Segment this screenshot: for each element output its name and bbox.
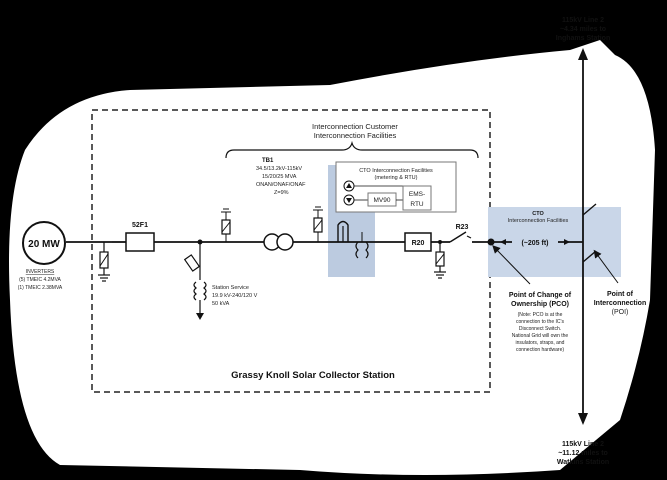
station-service-line1: 19.9 kV-240/120 V bbox=[212, 293, 258, 299]
poi-line3: (POI) bbox=[612, 309, 629, 316]
cto-distance: (~205 ft) bbox=[521, 240, 548, 247]
inverters-line1: (5) TMEIC 4.2MVA bbox=[19, 277, 61, 283]
mv90-box bbox=[367, 192, 397, 207]
distance-arrow-left-icon bbox=[500, 239, 506, 245]
disconnect-switch-r23 bbox=[449, 231, 472, 243]
recloser-r20 bbox=[404, 232, 432, 252]
top-line-station: Inghams Station bbox=[556, 35, 610, 42]
bottom-line-distance: ~11.12 miles to bbox=[558, 450, 608, 457]
pco-note5: insulators, straps, and bbox=[516, 340, 565, 346]
transformer-line2: 15/20/25 MVA bbox=[262, 174, 297, 180]
breaker-label: 52F1 bbox=[132, 222, 148, 229]
surge-arrester-3 bbox=[313, 206, 323, 242]
ic-facilities-line1: Interconnection Customer bbox=[312, 122, 398, 131]
pco-note6: connection hardware) bbox=[516, 347, 564, 353]
pco-note2: connection to the IC's bbox=[516, 319, 564, 325]
switch-label: R23 bbox=[456, 224, 469, 231]
top-line-title: 115kV Line 2 bbox=[562, 17, 604, 24]
ems-rtu-line2: RTU bbox=[410, 201, 424, 208]
arrow-up-icon bbox=[578, 48, 588, 60]
mv90-label: MV90 bbox=[374, 197, 391, 204]
station-service-title: Station Service bbox=[212, 285, 249, 291]
inverters-title: INVERTERS bbox=[26, 269, 55, 275]
cto-metering-line2: (metering & RTU) bbox=[375, 175, 418, 181]
pco-note1: (Note: PCO is at the bbox=[518, 312, 563, 318]
surge-arrester-1 bbox=[98, 242, 110, 282]
pco-point bbox=[487, 238, 495, 246]
surge-arrester-4 bbox=[434, 240, 446, 279]
ems-rtu-box bbox=[402, 185, 432, 211]
transformer-line1: 34.5/13.2kV-115kV bbox=[256, 166, 302, 172]
generator-symbol bbox=[22, 221, 66, 265]
load-arrow-icon bbox=[196, 313, 204, 320]
generator-label: 20 MW bbox=[28, 239, 60, 250]
poi-pointer bbox=[593, 249, 619, 284]
pco-note3: Disconnect Switch. bbox=[519, 326, 561, 332]
pco-pointer bbox=[492, 245, 531, 285]
potential-transformer bbox=[355, 232, 369, 259]
transformer-line3: ONAN/ONAF/ONAF bbox=[256, 182, 306, 188]
transformer-tb1 bbox=[263, 233, 294, 251]
transformer-line4: Z=9% bbox=[274, 190, 289, 196]
inverters-line2: (1) TMEIC 2.38MVA bbox=[18, 285, 63, 291]
poi-line2: Interconnection bbox=[594, 300, 647, 307]
arrow-down-icon bbox=[578, 413, 588, 425]
station-service-line2: 50 kVA bbox=[212, 301, 230, 307]
top-line-distance: ~4.34 miles to bbox=[560, 26, 606, 33]
interconnection-brace bbox=[225, 140, 479, 159]
current-transformer bbox=[337, 220, 349, 242]
transformer-id: TB1 bbox=[262, 158, 274, 164]
breaker-52f1 bbox=[125, 232, 155, 252]
cto-right-line2: Interconnection Facilities bbox=[508, 218, 569, 224]
pco-line1: Point of Change of bbox=[509, 292, 572, 299]
station-service-branch bbox=[183, 239, 207, 320]
pco-line2: Ownership (PCO) bbox=[511, 301, 569, 308]
pco-note4: National Grid will own the bbox=[512, 333, 569, 339]
surge-arrester-2 bbox=[221, 208, 231, 242]
bottom-line-station: Watkins Station bbox=[557, 459, 609, 466]
cto-metering-line1: CTO Interconnection Facilities bbox=[359, 168, 433, 174]
cto-right-line1: CTO bbox=[532, 211, 544, 217]
station-name: Grassy Knoll Solar Collector Station bbox=[231, 370, 395, 381]
ic-facilities-line2: Interconnection Facilities bbox=[314, 131, 397, 140]
bottom-line-title: 115kV Line 2 bbox=[562, 441, 604, 448]
distance-arrow-right-icon bbox=[564, 239, 570, 245]
recloser-label: R20 bbox=[412, 240, 425, 247]
ems-rtu-line1: EMS- bbox=[409, 191, 425, 198]
poi-line1: Point of bbox=[607, 291, 634, 298]
